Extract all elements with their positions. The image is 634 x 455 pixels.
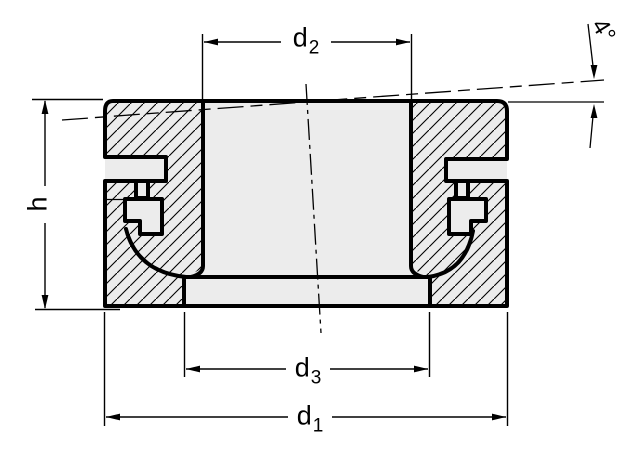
dimension-d1 <box>103 312 509 426</box>
arrowhead <box>492 413 506 421</box>
arrowhead <box>590 104 598 118</box>
dimension-d2 <box>201 34 413 99</box>
label-d2: d2 <box>292 22 320 59</box>
center-line <box>305 83 322 334</box>
label-d1-base: d <box>296 400 312 431</box>
arrowhead <box>186 365 200 373</box>
dimension-d3 <box>183 312 431 377</box>
part-body-fill <box>105 101 507 306</box>
label-d3: d3 <box>294 352 322 389</box>
arrowhead <box>414 365 428 373</box>
arrowhead <box>204 38 218 46</box>
label-d2-base: d <box>292 22 308 53</box>
arrowhead <box>106 413 120 421</box>
label-h: h <box>22 196 53 212</box>
right-groove-step-large <box>447 197 488 236</box>
angle-callout <box>508 23 604 149</box>
internal-edges <box>123 99 488 308</box>
part-hatching <box>105 101 507 306</box>
label-d3-base: d <box>294 352 310 383</box>
label-h-base: h <box>22 196 53 212</box>
label-d1-sub: 1 <box>312 415 324 437</box>
dimension-h <box>32 98 120 311</box>
label-d3-sub: 3 <box>310 367 322 389</box>
right-fillet-curve <box>426 229 475 279</box>
arrowhead <box>396 38 410 46</box>
membrane-recess-outline <box>182 275 432 308</box>
taper-dashed-line <box>61 79 605 121</box>
left-groove-step-large <box>123 197 164 236</box>
arrowhead <box>590 65 598 79</box>
part-outline <box>103 99 509 308</box>
arrowhead <box>41 295 49 309</box>
label-d2-sub: 2 <box>308 37 320 59</box>
left-fillet-curve <box>124 227 188 279</box>
arrowhead <box>41 100 49 114</box>
label-d1: d1 <box>296 400 324 437</box>
